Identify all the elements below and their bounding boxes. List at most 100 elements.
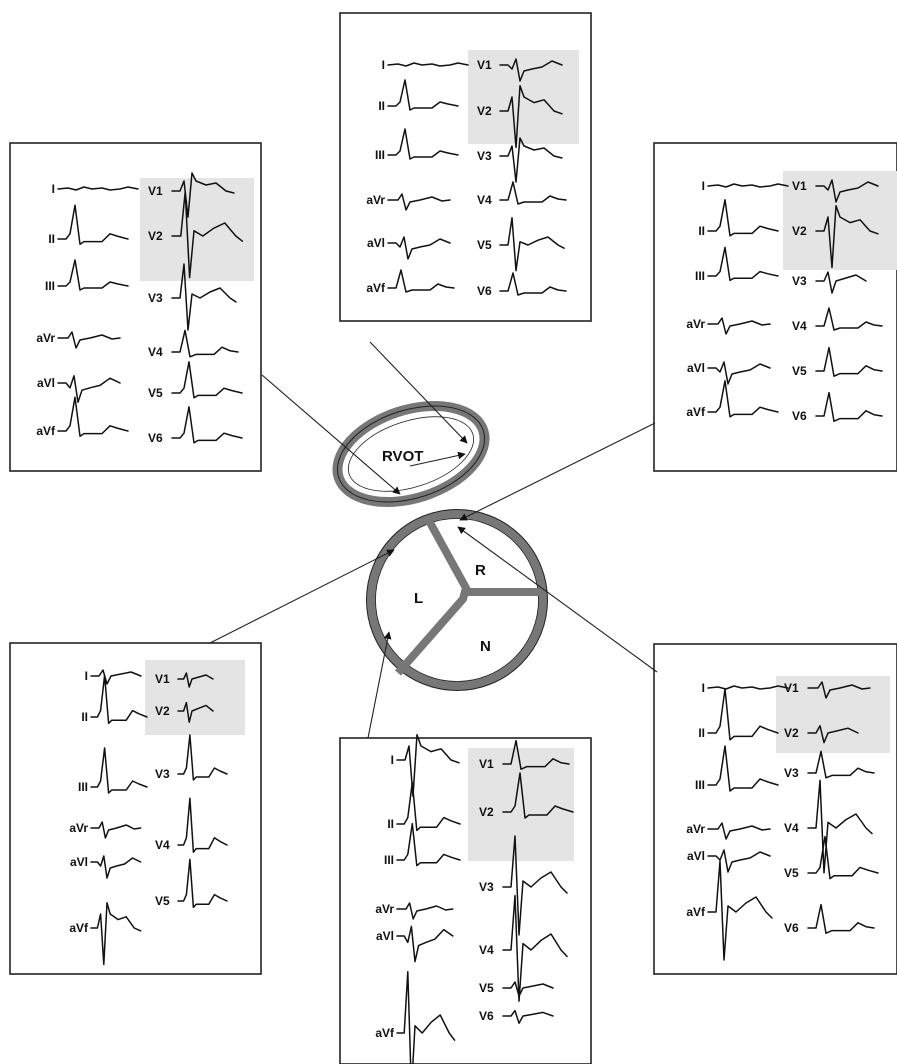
ecg-trace — [707, 688, 779, 741]
highlight-v1-v2 — [145, 660, 245, 735]
lead-label: V5 — [148, 386, 163, 400]
ecg-trace — [707, 849, 771, 873]
ecg-trace — [387, 269, 455, 293]
ecg-trace — [396, 971, 456, 1064]
lead-label: II — [698, 224, 705, 238]
ecg-trace — [807, 681, 871, 699]
lead-label: II — [81, 710, 88, 724]
arrow-top-center — [369, 341, 468, 444]
ecg-trace — [171, 263, 237, 331]
ecg-trace — [807, 903, 875, 934]
panel-top-left-labels: I II III aVr aVl aVf V1 V2 V3 V4 V5 V6 — [36, 182, 163, 445]
ecg-trace — [57, 186, 139, 191]
panel-top-left — [9, 142, 262, 472]
lead-label: aVl — [367, 236, 385, 250]
ecg-trace — [387, 236, 451, 260]
lead-label: aVl — [687, 361, 705, 375]
noncoronary-cusp-label: N — [480, 638, 491, 655]
ecg-trace — [387, 193, 451, 211]
ecg-trace — [707, 183, 789, 188]
lead-label: V5 — [477, 238, 492, 252]
ecg-trace — [90, 855, 142, 879]
ecg-trace — [499, 58, 563, 82]
lead-label: V6 — [148, 431, 163, 445]
lead-label: V6 — [784, 921, 799, 935]
lead-label: V2 — [477, 104, 492, 118]
lead-label: aVf — [36, 424, 56, 438]
ecg-trace — [90, 902, 142, 966]
ecg-trace — [707, 199, 779, 237]
ecg-trace — [815, 391, 883, 422]
right-cusp-label: R — [475, 562, 486, 579]
ecg-traces — [57, 58, 883, 1064]
lead-label: V6 — [477, 284, 492, 298]
lead-label: V2 — [148, 229, 163, 243]
lead-label: V4 — [784, 821, 799, 835]
ecg-trace — [171, 191, 244, 279]
ecg-trace — [499, 217, 565, 272]
ecg-trace — [57, 259, 129, 291]
lead-label: V2 — [792, 224, 807, 238]
lead-label: V3 — [477, 149, 492, 163]
highlight-v1-v2 — [783, 171, 897, 270]
arrow-top-right — [459, 422, 656, 521]
panel-top-right — [653, 142, 897, 472]
ecg-trace — [57, 204, 129, 245]
ecg-trace — [171, 406, 243, 444]
ecg-trace — [387, 62, 469, 67]
ecg-trace — [815, 307, 883, 331]
lead-label: V1 — [784, 681, 799, 695]
ecg-trace — [707, 361, 771, 385]
lead-label: V1 — [477, 58, 492, 72]
ecg-trace — [707, 380, 779, 418]
ecg-trace — [499, 85, 563, 149]
cusp-commissures — [394, 517, 540, 676]
ecg-trace — [807, 725, 859, 744]
rvot-label: RVOT — [382, 448, 423, 465]
highlight-v1-v2 — [140, 178, 254, 281]
ecg-trace — [177, 701, 214, 723]
lead-label: I — [702, 681, 705, 695]
lead-label: I — [52, 182, 55, 196]
ecg-trace — [815, 179, 879, 203]
ecg-trace — [396, 902, 454, 920]
ecg-trace — [90, 747, 148, 794]
lead-label: V2 — [479, 805, 494, 819]
arrow-bottom-right — [457, 526, 658, 673]
lead-label: V4 — [479, 943, 494, 957]
lead-label: aVf — [375, 1026, 395, 1040]
lead-label: V4 — [792, 319, 807, 333]
panel-top-center-labels: I II III aVr aVl aVf V1 V2 V3 V4 V5 V6 — [366, 58, 492, 298]
lead-label: V5 — [784, 866, 799, 880]
lead-label: II — [48, 232, 55, 246]
lead-label: aVr — [686, 822, 705, 836]
ecg-trace — [499, 181, 567, 205]
lead-label: I — [382, 58, 385, 72]
ecg-trace — [707, 317, 771, 335]
left-cusp-label: L — [414, 590, 423, 607]
ecg-trace — [396, 822, 461, 867]
lead-label: I — [702, 179, 705, 193]
arrow-bottom-center — [367, 631, 392, 739]
ecg-trace — [396, 781, 461, 832]
lead-label: V3 — [784, 766, 799, 780]
ecg-trace — [499, 272, 567, 296]
lead-label: II — [698, 726, 705, 740]
lead-label: aVl — [376, 929, 394, 943]
ecg-trace — [707, 822, 771, 840]
lead-label: aVr — [375, 902, 394, 916]
ecg-trace — [171, 361, 243, 399]
lead-label: V3 — [792, 274, 807, 288]
lead-label: V5 — [792, 364, 807, 378]
lead-label: III — [78, 780, 88, 794]
lead-label: aVr — [69, 821, 88, 835]
panel-bottom-center — [339, 737, 592, 1064]
panel-bottom-left — [9, 642, 262, 975]
panel-bottom-center-labels: I II III aVr aVl aVf V1 V2 V3 V4 V5 V6 — [375, 753, 494, 1040]
lead-label: III — [384, 853, 394, 867]
lead-label: aVf — [69, 921, 89, 935]
lead-label: V1 — [148, 184, 163, 198]
lead-label: aVr — [686, 317, 705, 331]
lead-label: III — [375, 148, 385, 162]
